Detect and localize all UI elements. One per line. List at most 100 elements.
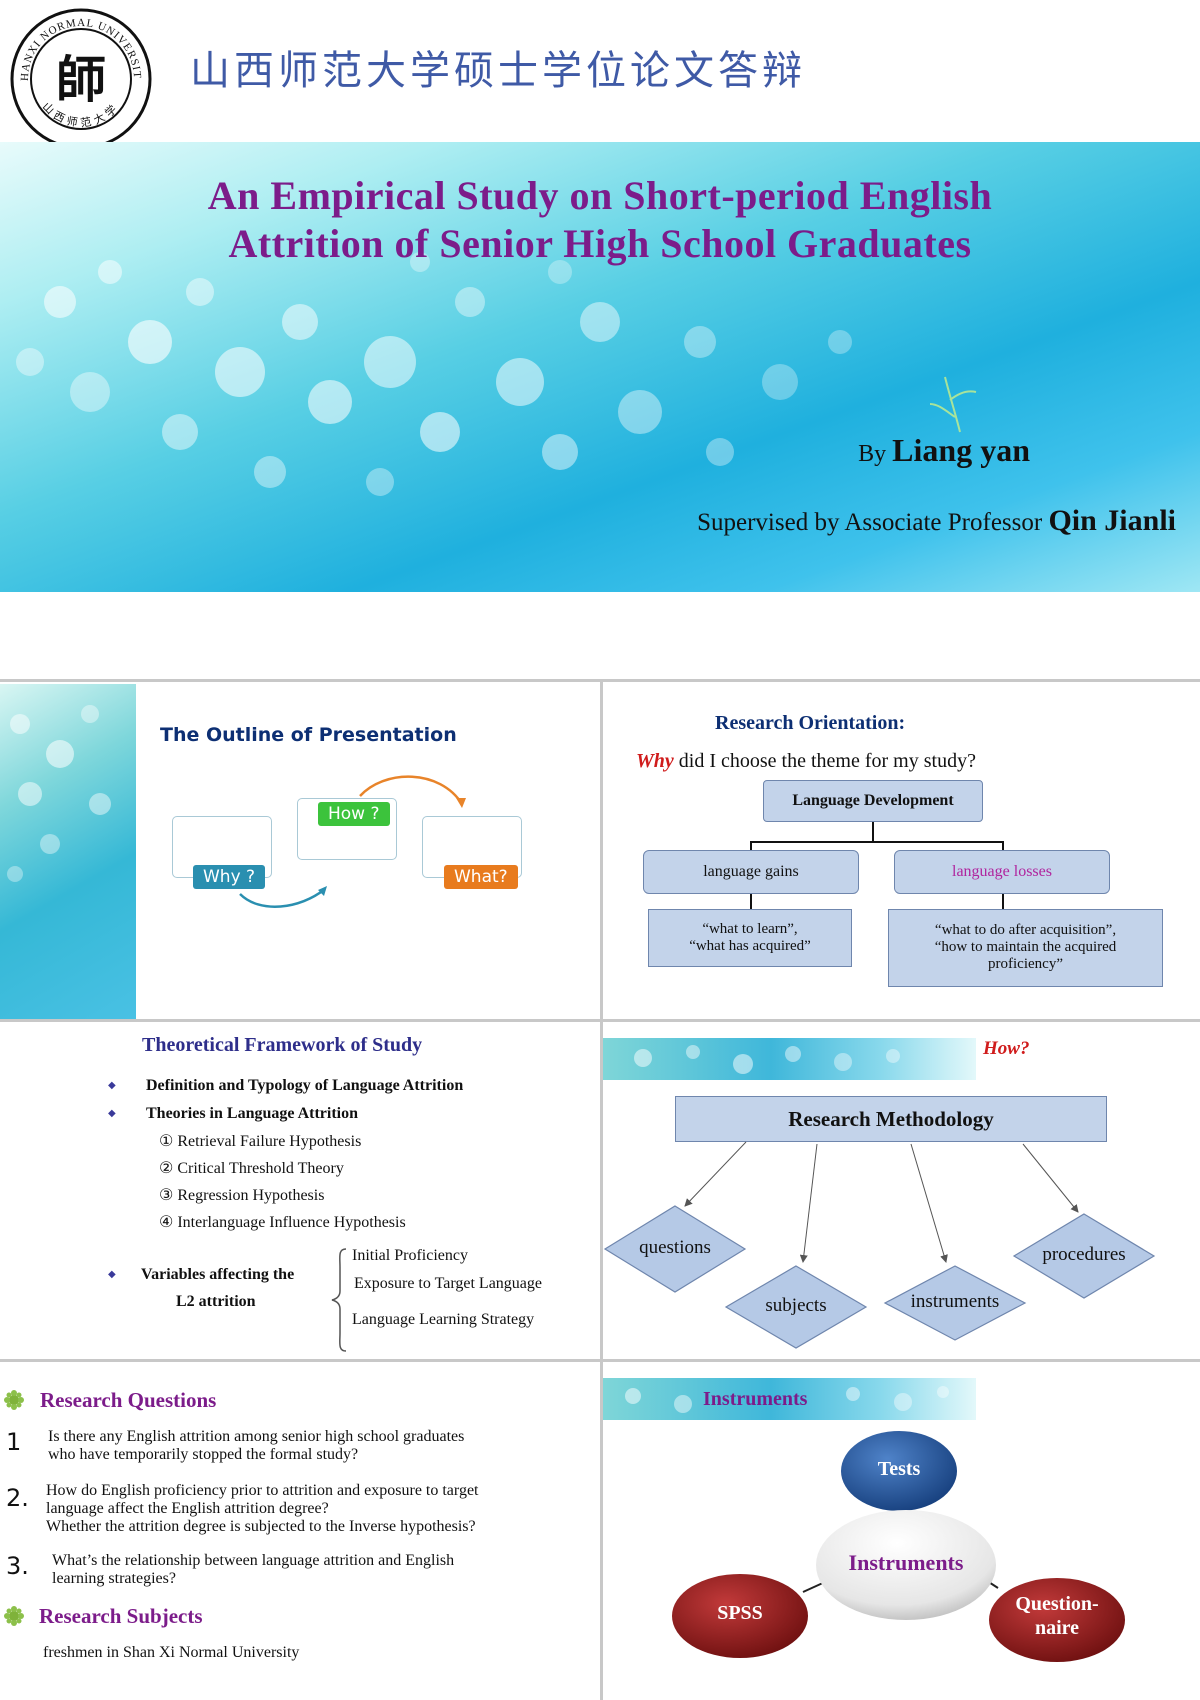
variable-item: Exposure to Target Language	[354, 1275, 543, 1292]
theory-item: ② Critical Threshold Theory	[159, 1160, 344, 1177]
connector	[750, 841, 752, 851]
bokeh-background	[16, 252, 977, 496]
outline-decoration	[0, 684, 136, 1019]
university-title: 山西师范大学硕士学位论文答辩	[190, 48, 806, 94]
framework-bullet-theories: Theories in Language Attrition	[146, 1105, 359, 1122]
author-line: By Liang yan	[858, 432, 1030, 469]
node-procedures: procedures	[1042, 1244, 1126, 1265]
questionnaire-line-1: Question-	[1015, 1593, 1099, 1615]
diamond-questions	[603, 1205, 747, 1293]
grid-divider-vertical	[600, 682, 603, 1700]
question-line: who have temporarily stopped the formal …	[48, 1446, 359, 1463]
variables-label-line-2: L2 attrition	[176, 1293, 256, 1310]
grid-divider-row2	[0, 1359, 1200, 1362]
orientation-heading: Research Orientation:	[715, 712, 906, 734]
strip-bokeh	[634, 1045, 900, 1074]
node-questions: questions	[639, 1237, 711, 1258]
leaf-losses: “what to do after acquisition”, “how to …	[888, 909, 1163, 987]
theory-item: ④ Interlanguage Influence Hypothesis	[159, 1214, 406, 1231]
leaf-gains: “what to learn”, “what has acquired”	[648, 909, 852, 967]
instruments-slide: Instruments Tests Instruments SPSS Quest…	[603, 1362, 1200, 1700]
logo-mark: 師	[56, 50, 106, 109]
bullet-icon: ◆	[108, 1108, 116, 1119]
connector	[750, 894, 752, 910]
connector	[1002, 841, 1004, 851]
outline-bokeh	[7, 705, 111, 882]
leaf-losses-line-1: “what to do after acquisition”,	[934, 922, 1117, 938]
outline-arrows	[239, 775, 466, 908]
grid-divider-row1	[0, 1019, 1200, 1022]
node-subjects: subjects	[765, 1295, 827, 1316]
diamond-instruments	[883, 1265, 1027, 1341]
research-methodology-box: Research Methodology	[675, 1096, 1107, 1142]
connector	[750, 841, 1004, 843]
question-line: What’s the relationship between language…	[52, 1552, 455, 1569]
leaf-gains-line-2: “what has acquired”	[689, 938, 811, 954]
theory-item: ③ Regression Hypothesis	[159, 1187, 325, 1204]
orientation-question: Why did I choose the theme for my study?	[636, 750, 976, 773]
connector	[872, 822, 874, 842]
university-logo: SHANXI NORMAL UNIVERSITY 山西师范大学 師	[8, 6, 152, 150]
question-line: language affect the English attrition de…	[46, 1500, 329, 1517]
by-prefix: By	[858, 441, 887, 467]
connector	[1002, 894, 1004, 910]
variable-item: Language Learning Strategy	[352, 1311, 535, 1328]
research-questions-slide: Research Questions 1 Is there any Englis…	[0, 1362, 600, 1700]
title-line-2: Attrition of Senior High School Graduate…	[228, 221, 972, 266]
questionnaire-line-2: naire	[1034, 1617, 1080, 1639]
presentation-title: An Empirical Study on Short-period Engli…	[0, 172, 1200, 268]
framework-bullet-definition: Definition and Typology of Language Attr…	[146, 1077, 464, 1094]
question-line: How do English proficiency prior to attr…	[46, 1482, 479, 1499]
curly-brace-icon	[331, 1248, 347, 1352]
question-text: Is there any English attrition among sen…	[48, 1428, 464, 1464]
research-subjects-heading: Research Subjects	[39, 1604, 203, 1628]
header-band	[0, 0, 1200, 140]
variables-label-line-1: Variables affecting the	[141, 1266, 295, 1283]
supervisor-line: Supervised by Associate Professor Qin Ji…	[697, 504, 1176, 538]
question-emphasis: Why	[636, 750, 674, 772]
hero-banner: An Empirical Study on Short-period Engli…	[0, 142, 1200, 592]
leaf-gains-line-1: “what to learn”,	[702, 921, 798, 937]
orientation-slide: Research Orientation: Why did I choose t…	[603, 684, 1200, 1019]
question-number: 2.	[6, 1484, 29, 1512]
question-line: Whether the attrition degree is subjecte…	[46, 1518, 476, 1535]
leaf-losses-line-3: proficiency”	[988, 956, 1063, 972]
bullet-icon: ◆	[108, 1269, 116, 1280]
outline-slide: The Outline of Presentation Why ? How ? …	[0, 684, 600, 1019]
node-language-losses: language losses	[894, 850, 1110, 894]
questionnaire-ball	[989, 1578, 1125, 1662]
node-language-gains: language gains	[643, 850, 859, 894]
instruments-center-ball	[816, 1510, 996, 1620]
supervisor-prefix: Supervised by Associate Professor	[697, 509, 1043, 536]
supervisor-name: Qin Jianli	[1048, 504, 1176, 537]
title-slide: SHANXI NORMAL UNIVERSITY 山西师范大学 師 山西师范大学…	[0, 0, 1200, 682]
node-instruments: instruments	[910, 1291, 1000, 1312]
node-tests: Tests	[877, 1458, 921, 1480]
decorative-strip	[603, 1378, 976, 1420]
question-text: How do English proficiency prior to attr…	[46, 1482, 479, 1536]
decorative-strip	[603, 1038, 976, 1080]
diamond-subjects	[724, 1265, 868, 1349]
strip-bokeh	[625, 1386, 949, 1413]
how-label: How?	[983, 1038, 1030, 1059]
framework-slide: Theoretical Framework of Study ◆ Definit…	[0, 1022, 600, 1359]
outline-title: The Outline of Presentation	[160, 724, 457, 746]
tag-how: How ?	[318, 802, 390, 826]
question-text: What’s the relationship between language…	[52, 1552, 454, 1588]
question-text: did I choose the theme for my study?	[673, 750, 976, 772]
research-questions-heading: Research Questions	[40, 1388, 217, 1412]
title-line-1: An Empirical Study on Short-period Engli…	[207, 173, 993, 218]
framework-title: Theoretical Framework of Study	[142, 1034, 423, 1056]
tag-why: Why ?	[193, 865, 266, 889]
methodology-diagram	[603, 1141, 1156, 1349]
tag-what: What?	[444, 865, 518, 889]
node-language-development: Language Development	[763, 780, 983, 822]
diamond-procedures	[1012, 1213, 1156, 1299]
variable-item: Initial Proficiency	[352, 1247, 468, 1264]
question-line: learning strategies?	[52, 1570, 176, 1587]
node-questionnaire: Question- naire	[989, 1592, 1125, 1640]
research-subjects-text: freshmen in Shan Xi Normal University	[43, 1644, 300, 1661]
tests-ball	[841, 1431, 957, 1511]
methodology-slide: How? Research Methodology questions subj…	[603, 1022, 1200, 1359]
question-number: 1	[6, 1428, 22, 1456]
